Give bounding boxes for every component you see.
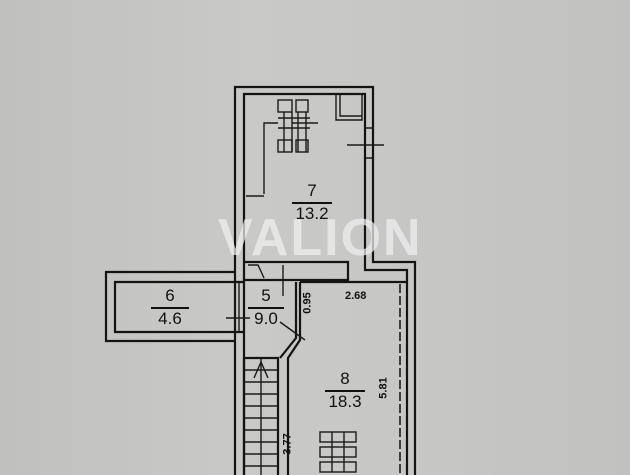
- stairs-arrow-icon: [253, 360, 269, 379]
- watermark-logo: VALION: [218, 209, 423, 267]
- radiator-icon: [319, 431, 357, 473]
- door-room5: [248, 264, 284, 296]
- room-area: 9.0: [254, 309, 278, 328]
- room-7-label: 7 13.2: [287, 182, 337, 223]
- stairs: [242, 356, 280, 475]
- kitchen-niche: [246, 122, 318, 197]
- inner-wall: [242, 92, 409, 475]
- outer-wall: [233, 85, 417, 475]
- room6-inner: [113, 280, 244, 334]
- room7-bottom-wall: [244, 260, 350, 282]
- room5-8-wall: [286, 282, 302, 475]
- window-room7: [347, 127, 384, 159]
- room-area: 13.2: [295, 204, 329, 223]
- room-6-label: 6 4.6: [150, 287, 190, 328]
- room-area: 18.3: [328, 392, 362, 411]
- room-area: 4.6: [158, 309, 182, 328]
- dimension-3-77: 3.77: [281, 433, 294, 455]
- room-number: 8: [340, 369, 350, 388]
- door-room8: [226, 317, 306, 341]
- room-number: 6: [165, 286, 175, 305]
- dimension-5-81: 5.81: [377, 377, 390, 399]
- dimension-2-68: 2.68: [345, 290, 367, 302]
- room6-outer: [104, 270, 235, 343]
- closet-box: [335, 94, 363, 121]
- stove-icon: [277, 99, 310, 153]
- dimension-0-95: 0.95: [301, 292, 314, 314]
- room-5-label: 5 9.0: [246, 287, 286, 328]
- room-number: 7: [307, 181, 317, 200]
- room-number: 5: [261, 286, 271, 305]
- room-8-label: 8 18.3: [322, 370, 368, 411]
